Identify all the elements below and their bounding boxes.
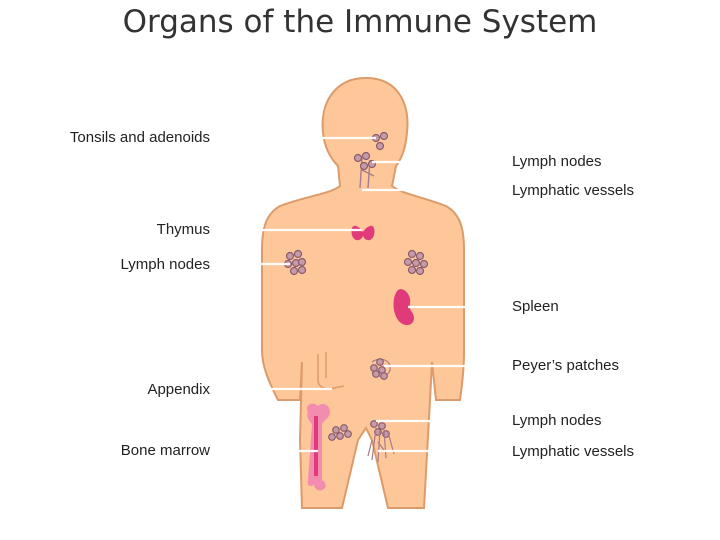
- label-lymph-nodes-neck: Lymph nodes: [512, 153, 602, 170]
- armpit-lymph-nodes-right: [403, 249, 429, 276]
- label-bone-marrow: Bone marrow: [120, 442, 210, 459]
- spleen-organ: [393, 289, 414, 326]
- label-lymph-nodes-groin: Lymph nodes: [512, 412, 602, 429]
- leader-lines: [216, 136, 500, 453]
- label-lymph-nodes-armpit: Lymph nodes: [120, 256, 210, 273]
- diagram-title: Organs of the Immune System: [122, 4, 598, 40]
- label-appendix: Appendix: [147, 381, 210, 398]
- appendix-organ: [317, 352, 345, 390]
- label-spleen: Spleen: [512, 298, 559, 315]
- bone-marrow-femur: [306, 403, 330, 491]
- neck-lymph-nodes: [353, 151, 377, 171]
- tonsil-nodes: [371, 131, 389, 151]
- label-peyers-patches: Peyer’s patches: [512, 357, 620, 374]
- label-tonsils: Tonsils and adenoids: [69, 129, 210, 146]
- armpit-lymph-nodes-left: [283, 249, 307, 276]
- peyers-patches: [370, 358, 391, 380]
- groin-lymph-nodes-left: [328, 424, 352, 441]
- label-lymphatic-vessels-leg: Lymphatic vessels: [512, 443, 634, 460]
- label-thymus: Thymus: [156, 221, 210, 238]
- leg-lymphatic-vessels: [367, 427, 395, 463]
- body-silhouette: [261, 76, 465, 509]
- bone-marrow-core: [314, 416, 318, 476]
- label-lymphatic-vessels-neck: Lymphatic vessels: [512, 182, 634, 199]
